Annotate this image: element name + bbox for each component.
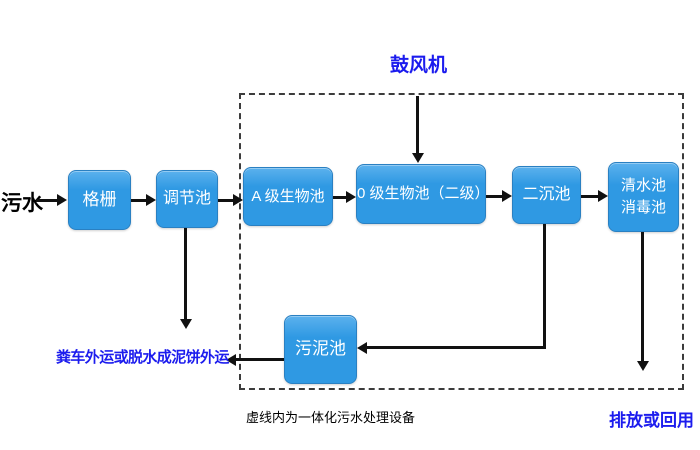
arrow-head — [57, 194, 67, 206]
arrow-line — [486, 195, 503, 198]
arrow-line — [581, 195, 598, 198]
arrow-head — [146, 194, 156, 206]
arrow-line-vertical — [543, 224, 546, 349]
arrow-line — [184, 228, 187, 320]
arrow-line — [333, 196, 347, 199]
arrow-head — [233, 194, 243, 206]
label-sludge-disposal: 粪车外运或脱水成泥饼外运 — [56, 349, 229, 366]
arrow-line — [218, 199, 234, 202]
node-secondary-sedimentation-tank: 二沉池 — [512, 166, 581, 224]
node-o-level-bio-tank: 0 级生物池（二级） — [356, 164, 490, 224]
arrow-line — [131, 199, 147, 202]
arrow-head — [412, 153, 424, 163]
arrow-head — [502, 190, 512, 202]
label-blower: 鼓风机 — [390, 55, 448, 76]
arrow-head — [357, 342, 367, 354]
arrow-line — [234, 358, 284, 361]
node-regulating-tank: 调节池 — [156, 170, 218, 228]
label-wastewater-source: 污水 — [1, 192, 43, 215]
arrow-line — [641, 232, 644, 362]
arrow-line-horizontal — [366, 346, 546, 349]
arrow-head — [346, 191, 356, 203]
integrated-equipment-dashed-boundary — [239, 93, 684, 390]
label-discharge-or-reuse: 排放或回用 — [609, 411, 694, 430]
node-sludge-tank: 污泥池 — [284, 315, 357, 384]
node-a-level-bio-tank: A 级生物池 — [243, 167, 333, 226]
label-dashed-boundary-note: 虚线内为一体化污水处理设备 — [246, 410, 416, 425]
arrow-line — [36, 199, 58, 202]
arrow-head — [180, 319, 192, 329]
node-clear-water-disinfection-tank: 清水池 消毒池 — [608, 162, 679, 232]
arrow-head — [226, 354, 236, 366]
node-grid: 格栅 — [68, 170, 131, 230]
arrow-head — [637, 361, 649, 371]
arrow-head — [598, 190, 608, 202]
arrow-line — [416, 96, 419, 154]
